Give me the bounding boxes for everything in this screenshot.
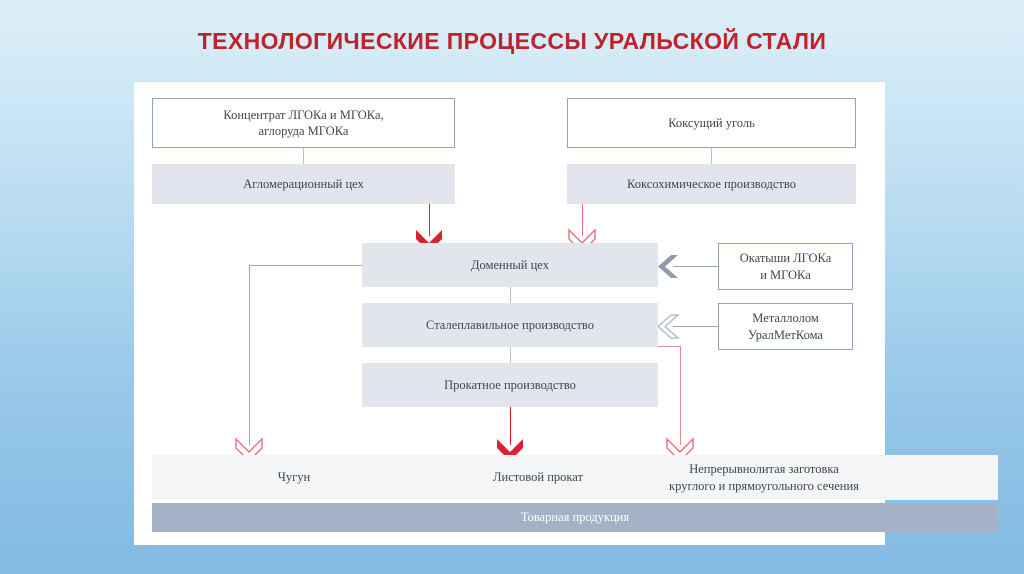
node-steelmaking-label: Сталеплавильное производство <box>426 317 594 332</box>
node-sinter-shop[interactable]: Агломерационный цех <box>152 164 455 204</box>
connector-sinter-to-blastfurnace <box>429 204 430 236</box>
connector-steelmaking-to-cast-v <box>680 346 681 445</box>
node-coking-coal[interactable]: Коксущий уголь <box>567 98 856 148</box>
connector-concentrate-to-sinter <box>303 148 304 166</box>
connector-blastfurnace-to-pigiron-v <box>249 265 250 445</box>
connector-rolling-to-sheet <box>510 407 511 445</box>
connector-coke-to-blastfurnace <box>582 204 583 236</box>
arrow-left-solid-pellets <box>658 254 680 279</box>
connector-blastfurnace-to-pigiron-h <box>249 265 362 266</box>
connector-blastfurnace-to-steelmaking <box>510 287 511 303</box>
node-rolling[interactable]: Прокатное производство <box>362 363 658 407</box>
node-coking-coal-label: Коксущий уголь <box>668 115 755 130</box>
output-pig-iron[interactable]: Чугун <box>277 470 311 485</box>
node-commodity-output-label: Товарная продукция <box>520 510 630 525</box>
connector-scrap-to-steelmaking <box>673 326 719 327</box>
node-coke-chemical[interactable]: Коксохимическое производство <box>567 164 856 204</box>
connector-coal-to-coke <box>711 148 712 166</box>
node-scrap[interactable]: Металлолом УралМетКома <box>718 303 853 350</box>
node-pellets-label: Окатыши ЛГОКа и МГОКа <box>739 251 832 282</box>
arrow-down-outline-pigiron <box>235 437 263 463</box>
output-continuous-cast[interactable]: Непрерывнолитая заготовка круглого и пря… <box>669 461 859 493</box>
node-sinter-shop-label: Агломерационный цех <box>243 176 364 191</box>
node-coke-chemical-label: Коксохимическое производство <box>627 176 796 191</box>
connector-steelmaking-to-cast-h <box>658 346 681 347</box>
connector-pellets-to-blastfurnace <box>673 266 719 267</box>
node-scrap-label: Металлолом УралМетКома <box>748 311 823 342</box>
node-steelmaking[interactable]: Сталеплавильное производство <box>362 303 658 347</box>
connector-steelmaking-to-rolling <box>510 347 511 363</box>
node-pellets[interactable]: Окатыши ЛГОКа и МГОКа <box>718 243 853 290</box>
page-title: ТЕХНОЛОГИЧЕСКИЕ ПРОЦЕССЫ УРАЛЬСКОЙ СТАЛИ <box>197 28 827 54</box>
node-blast-furnace-label: Доменный цех <box>471 257 549 272</box>
output-sheet-rolled[interactable]: Листовой прокат <box>493 470 583 485</box>
node-concentrate[interactable]: Концентрат ЛГОКа и МГОКа, аглоруда МГОКа <box>152 98 455 148</box>
node-blast-furnace[interactable]: Доменный цех <box>362 243 658 287</box>
node-concentrate-label: Концентрат ЛГОКа и МГОКа, аглоруда МГОКа <box>223 107 384 139</box>
diagram-panel: Концентрат ЛГОКа и МГОКа, аглоруда МГОКа… <box>134 82 998 545</box>
outputs-row: Чугун Листовой прокат Непрерывнолитая за… <box>152 455 998 500</box>
node-commodity-output[interactable]: Товарная продукция <box>152 503 998 532</box>
arrow-down-outline-cast <box>666 437 694 463</box>
node-rolling-label: Прокатное производство <box>444 377 576 392</box>
arrow-left-outline-scrap <box>657 314 680 339</box>
